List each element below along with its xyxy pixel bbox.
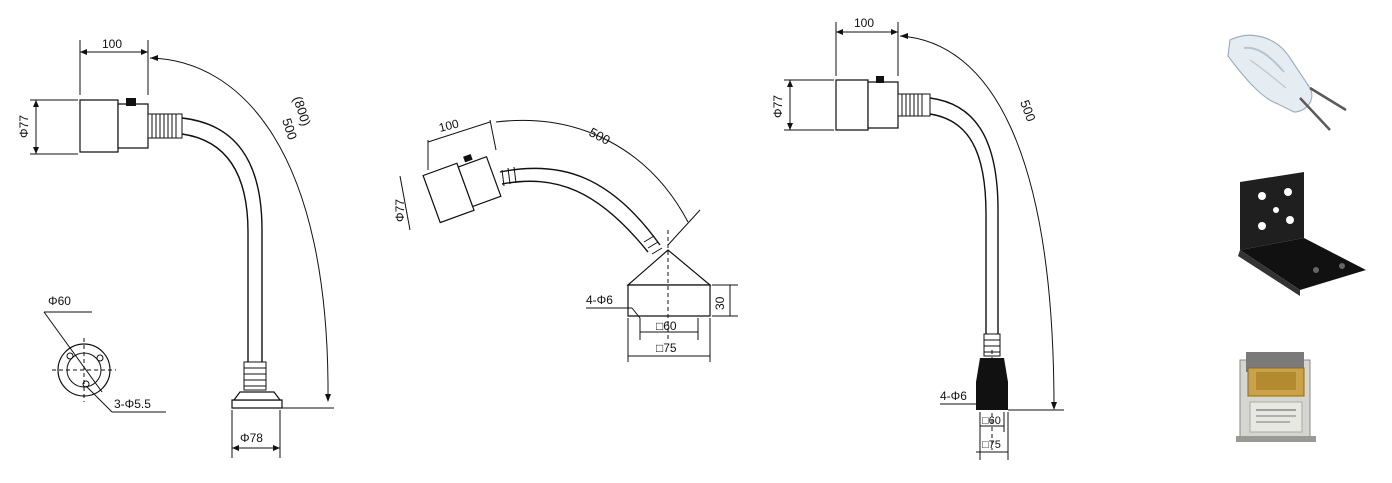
dim-diameter-label: Φ77 (393, 199, 407, 222)
gooseneck-tube (929, 97, 999, 338)
lamp-head (422, 154, 502, 224)
dim-outer-square-label: □75 (656, 341, 677, 355)
dim-width-label: 100 (102, 37, 122, 51)
lamp-head (79, 98, 183, 153)
lamp-head (835, 76, 931, 131)
dim-outer-square-label: □75 (982, 439, 1001, 451)
round-base (231, 399, 283, 409)
square-base-block (976, 358, 1008, 410)
halogen-bulb-icon (1227, 34, 1347, 131)
flange-plan-view (43, 311, 166, 413)
dim-flange-diameter-label: Φ60 (48, 294, 71, 308)
drawing-round-base-lamp: 100 Φ77 (800) 500 Φ78 (17, 37, 334, 458)
mounting-bracket-icon (1238, 172, 1366, 296)
dim-length-label: 500 (1017, 98, 1039, 124)
dim-diameter-label: Φ77 (17, 115, 31, 138)
dim-length-label: 500 (279, 116, 300, 141)
dim-inner-square-label: □60 (656, 319, 677, 333)
gooseneck-tube (499, 167, 661, 246)
drawing-square-base-tall: 100 Φ77 500 4-Φ6 □60 □75 (771, 16, 1064, 460)
dim-length-label: 500 (587, 124, 613, 147)
transformer-icon (1236, 352, 1316, 442)
dim-diameter-label: Φ77 (771, 95, 785, 118)
dim-width-label: 100 (437, 116, 460, 135)
dim-base-diameter-label: Φ78 (240, 431, 263, 445)
drawing-square-base-angled: 100 Φ77 500 30 4-Φ6 □60 □75 (393, 116, 738, 362)
dim-holes-label: 4-Φ6 (940, 389, 967, 403)
dim-height-label: 30 (713, 296, 727, 310)
pyramid-base (626, 249, 712, 286)
dim-holes-label: 3-Φ5.5 (114, 397, 151, 411)
dim-width-label: 100 (854, 16, 874, 30)
dim-holes-label: 4-Φ6 (586, 293, 613, 307)
dim-inner-square-label: □60 (982, 415, 1001, 427)
gooseneck-tube (181, 117, 263, 372)
